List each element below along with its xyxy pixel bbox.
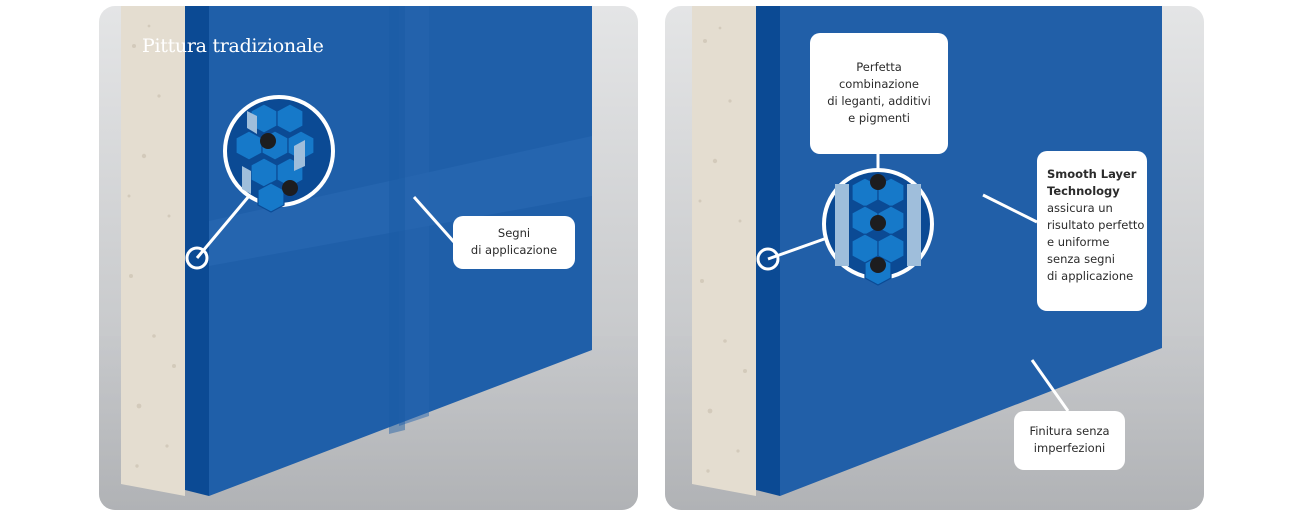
traditional-wall-illustration <box>99 6 638 510</box>
binder-mix-callout: Perfetta combinazione di leganti, additi… <box>810 33 948 154</box>
flawless-finish-callout: Finitura senza imperfezioni <box>1014 411 1125 470</box>
technology-name-line: Technology <box>1047 184 1120 198</box>
application-marks-callout: Segni di applicazione <box>453 216 575 269</box>
traditional-molecule-zoom <box>223 95 335 213</box>
smooth-layer-panel: Perfetta combinazione di leganti, additi… <box>665 6 1204 510</box>
callout-line: combinazione <box>838 77 920 91</box>
callout-line: risultato perfetto <box>1047 218 1145 232</box>
callout-line: di applicazione <box>470 243 558 257</box>
smooth-layer-technology-callout: Smooth Layer Technology assicura un risu… <box>1037 151 1147 311</box>
callout-line: Segni <box>497 226 531 240</box>
technology-name-line: Smooth Layer <box>1047 167 1137 181</box>
callout-line: di applicazione <box>1047 269 1134 283</box>
callout-line: Finitura senza <box>1029 424 1110 438</box>
callout-line: Perfetta <box>856 60 902 74</box>
callout-line: e pigmenti <box>848 111 910 125</box>
callout-line: e uniforme <box>1047 235 1110 249</box>
callout-line: senza segni <box>1047 252 1115 266</box>
callout-line: imperfezioni <box>1033 441 1106 455</box>
panel-title: Pittura tradizionale <box>142 35 324 57</box>
callout-line: di leganti, additivi <box>827 94 931 108</box>
traditional-paint-panel: Pittura tradizionale Segni di applicazio… <box>99 6 638 510</box>
callout-line: assicura un <box>1047 201 1113 215</box>
